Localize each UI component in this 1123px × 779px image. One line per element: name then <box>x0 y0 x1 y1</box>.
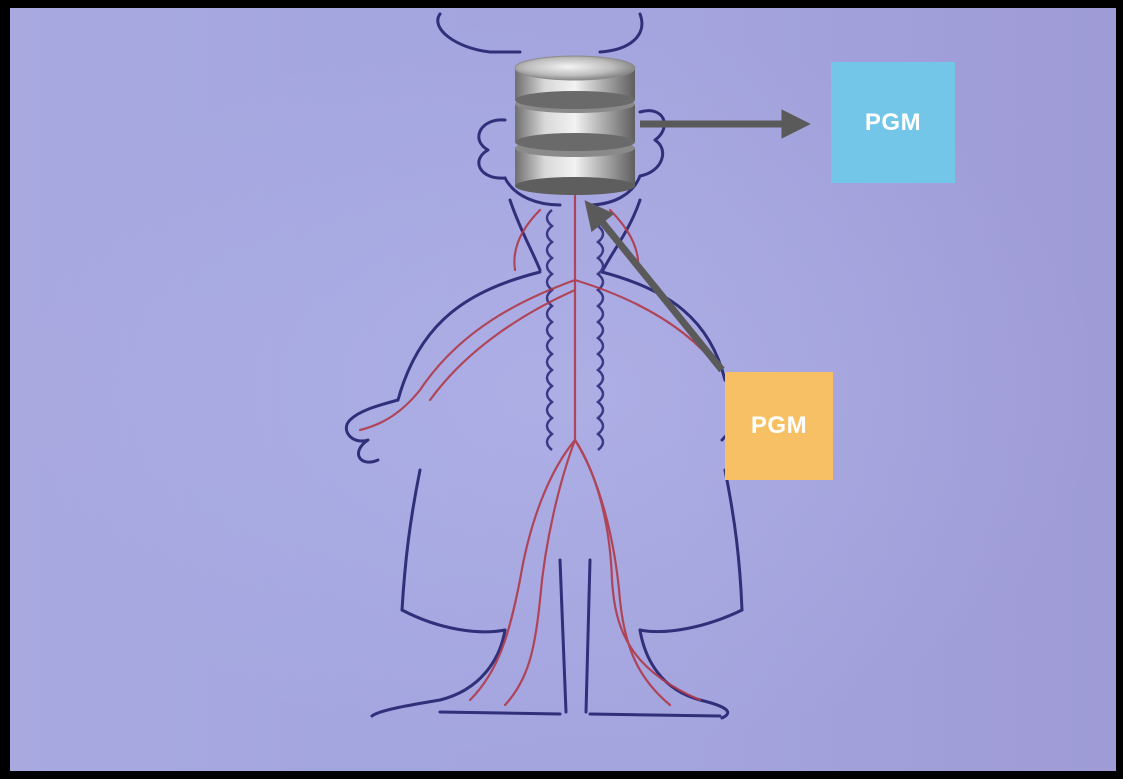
arrow-input-to-db <box>590 207 722 370</box>
pgm-input-label: PGM <box>751 412 807 440</box>
database-icon <box>515 56 635 195</box>
pgm-output-box: PGM <box>831 62 955 183</box>
pgm-output-label: PGM <box>865 109 921 137</box>
pgm-input-box: PGM <box>725 372 833 480</box>
